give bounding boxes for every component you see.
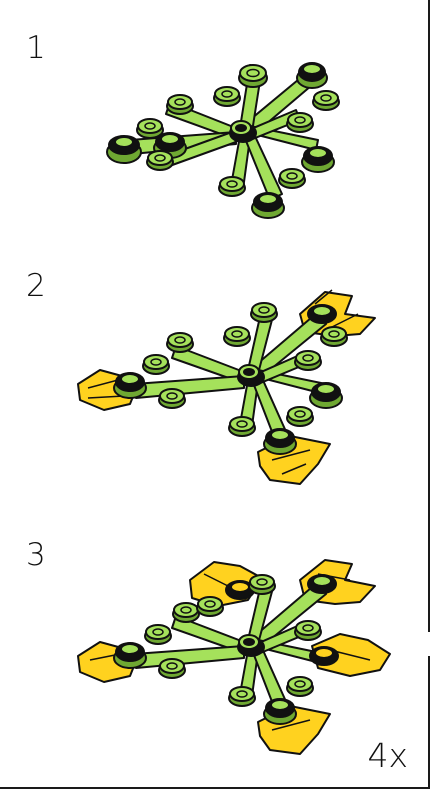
step-2-plant-with-flowers-illustration (77, 289, 376, 485)
step-1-number: 1 (26, 30, 46, 66)
step-3-plant-with-flowers-illustration (77, 559, 391, 755)
step-2-number: 2 (26, 268, 46, 304)
step-3-number: 3 (26, 537, 46, 573)
step-1-plant-illustration (106, 62, 340, 219)
quantity-multiplier: 4x (367, 736, 408, 775)
plant-piece-icon (106, 62, 340, 219)
frame-gap (428, 632, 430, 656)
